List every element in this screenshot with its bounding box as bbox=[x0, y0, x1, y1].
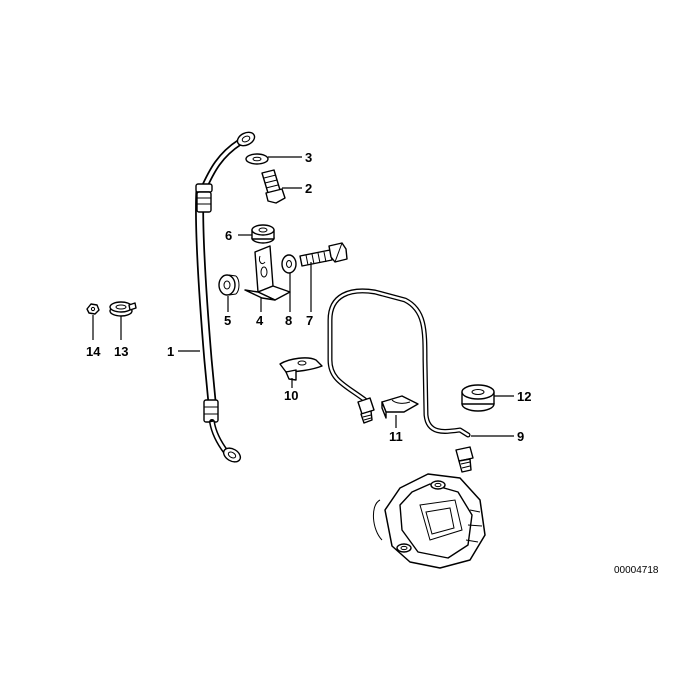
pipe-clip-part-10 bbox=[279, 357, 323, 381]
callout-10: 10 bbox=[284, 388, 298, 403]
callout-14: 14 bbox=[86, 344, 101, 359]
hose-clamp-part-13 bbox=[109, 301, 137, 317]
callout-8: 8 bbox=[285, 313, 292, 328]
nut-part-14 bbox=[86, 303, 100, 315]
washer-part-3 bbox=[245, 153, 269, 165]
callout-labels: 1 2 3 4 5 6 7 8 9 10 11 12 13 14 bbox=[86, 150, 531, 444]
callout-7: 7 bbox=[306, 313, 313, 328]
callout-3: 3 bbox=[305, 150, 312, 165]
callout-12: 12 bbox=[517, 389, 531, 404]
callout-13: 13 bbox=[114, 344, 128, 359]
brake-caliper bbox=[373, 473, 486, 569]
callout-9: 9 bbox=[517, 429, 524, 444]
callout-2: 2 bbox=[305, 181, 312, 196]
callout-1: 1 bbox=[167, 344, 174, 359]
callout-11: 11 bbox=[389, 429, 403, 444]
washer-part-8 bbox=[281, 254, 297, 274]
banjo-bolt-part-2 bbox=[261, 169, 286, 204]
grommet-part-12 bbox=[461, 384, 495, 412]
brake-pipe-part-9 bbox=[327, 288, 474, 473]
callout-6: 6 bbox=[225, 228, 232, 243]
hex-bolt-part-7 bbox=[299, 242, 348, 267]
leader-lines bbox=[92, 156, 514, 437]
bracket-part-4 bbox=[244, 245, 291, 301]
pipe-clip-part-11 bbox=[381, 395, 419, 419]
callout-4: 4 bbox=[256, 313, 264, 328]
sleeve-part-5 bbox=[218, 274, 240, 296]
callout-5: 5 bbox=[224, 313, 231, 328]
diagram-reference-number: 00004718 bbox=[614, 565, 659, 576]
brake-hose-part-1 bbox=[195, 131, 256, 463]
grommet-part-6 bbox=[251, 224, 275, 244]
